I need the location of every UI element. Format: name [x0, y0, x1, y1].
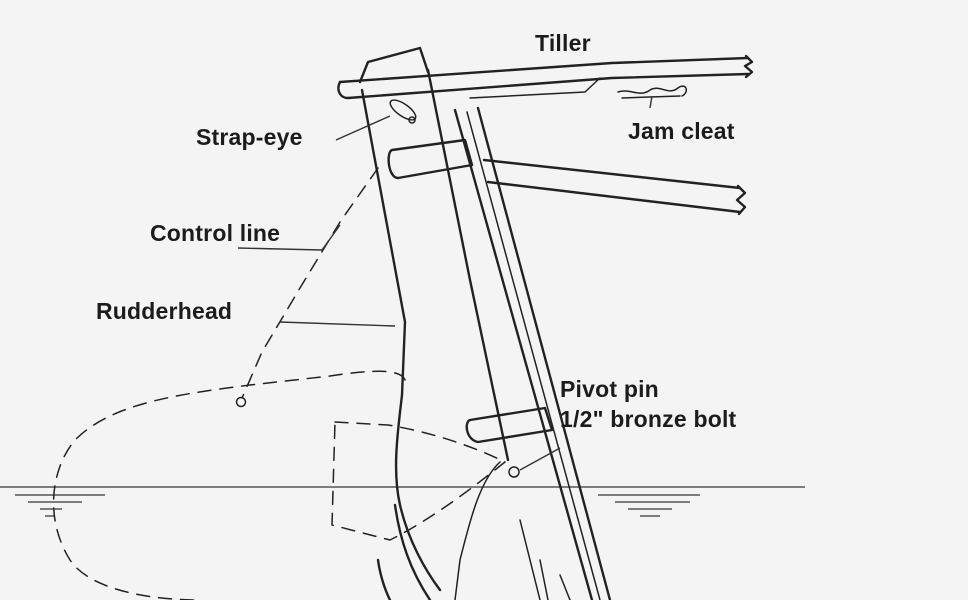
- upper-bracket: [387, 138, 747, 216]
- label-strap-eye: Strap-eye: [196, 124, 303, 150]
- leader-jam-cleat: [649, 95, 653, 109]
- label-pivot-pin-spec: 1/2" bronze bolt: [560, 406, 737, 432]
- control-line-dashed: [241, 167, 379, 399]
- pivot-pin: [508, 466, 520, 478]
- leader-rudderhead: [279, 321, 396, 327]
- leader-pivot-pin: [519, 447, 561, 471]
- leader-strap-eye: [335, 115, 391, 141]
- transom-post: [453, 106, 612, 600]
- label-pivot-pin: Pivot pin: [560, 376, 659, 402]
- label-jam-cleat: Jam cleat: [628, 118, 735, 144]
- label-rudderhead: Rudderhead: [96, 298, 233, 324]
- tiller: [337, 54, 754, 100]
- rudder-blade-outline-dashed: [52, 370, 406, 600]
- waterline: [0, 486, 805, 517]
- control-line-attachment: [235, 396, 247, 408]
- rudder-blade-raised-dashed: [331, 421, 506, 541]
- lower-hull-section: [454, 461, 541, 600]
- label-tiller: Tiller: [535, 30, 591, 56]
- strap-eye: [389, 99, 417, 124]
- label-control-line: Control line: [150, 220, 281, 246]
- leader-control-line: [237, 224, 341, 251]
- rudderhead: [358, 46, 510, 600]
- jam-cleat: [617, 85, 688, 99]
- lower-bracket: [465, 406, 554, 444]
